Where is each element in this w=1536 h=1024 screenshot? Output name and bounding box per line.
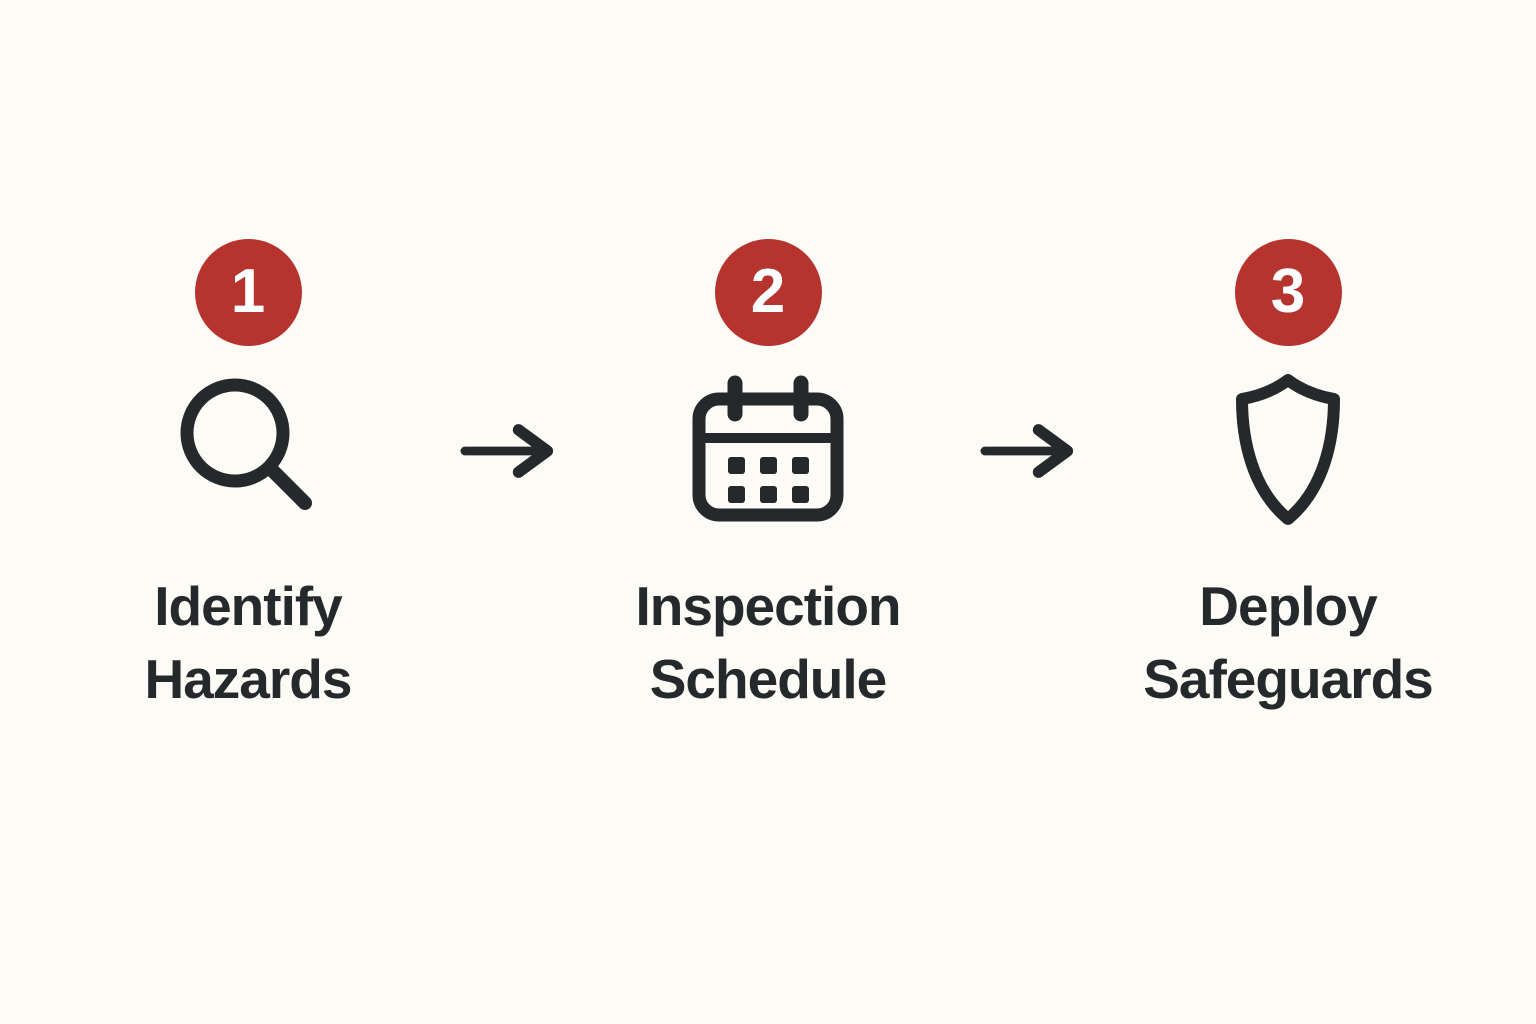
arrow-right-icon [460, 239, 556, 480]
step-2-inspection-schedule: 2 Inspection Schedule [578, 238, 958, 715]
step-number: 2 [750, 257, 786, 327]
process-flow: 1 Identify Hazards 2 [58, 238, 1478, 715]
step-1-identify-hazards: 1 Identify Hazards [58, 238, 438, 715]
step-label-line-2: Hazards [144, 647, 353, 710]
calendar-icon [688, 374, 848, 526]
step-label-line-2: Schedule [649, 647, 888, 710]
step-number: 1 [230, 257, 266, 327]
shield-icon [1225, 373, 1351, 526]
step-label: Deploy Safeguards [1143, 570, 1434, 715]
step-label-line-2: Safeguards [1143, 647, 1434, 710]
step-label: Identify Hazards [144, 570, 353, 715]
step-number-badge: 1 [194, 238, 302, 346]
step-number-badge: 2 [714, 238, 822, 346]
step-label-line-1: Deploy [1199, 574, 1377, 637]
step-label-line-1: Identify [154, 574, 343, 637]
search-icon [173, 374, 323, 526]
step-label-line-1: Inspection [635, 574, 901, 637]
step-number: 3 [1270, 257, 1306, 327]
arrow-right-icon [980, 239, 1076, 480]
step-label: Inspection Schedule [635, 570, 901, 715]
step-3-deploy-safeguards: 3 Deploy Safeguards [1098, 238, 1478, 715]
step-number-badge: 3 [1234, 238, 1342, 346]
